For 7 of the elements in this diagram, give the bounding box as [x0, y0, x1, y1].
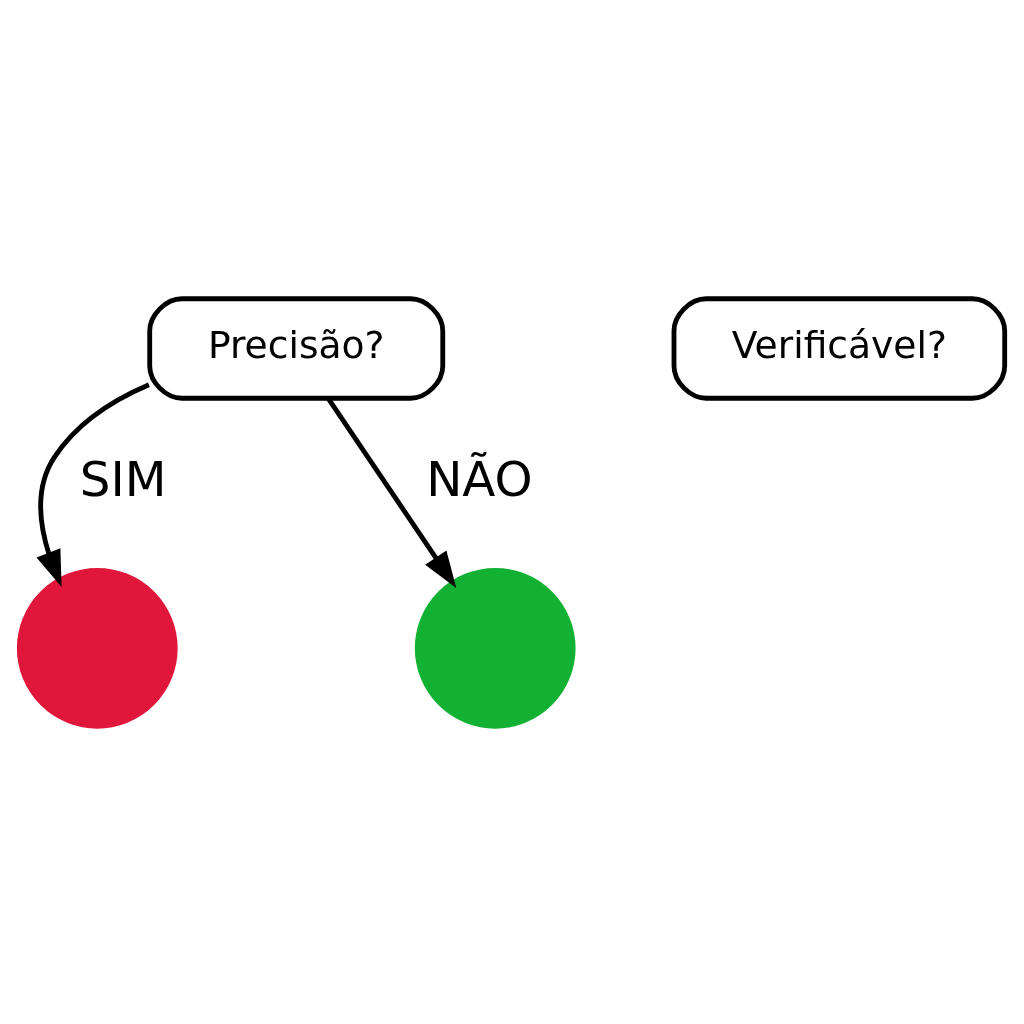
edge-label: SIM	[79, 450, 167, 507]
edge-label: NÃO	[426, 450, 533, 507]
node-box: Precisão?	[147, 295, 446, 401]
node-circle	[16, 567, 178, 729]
node-box: Verificável?	[671, 295, 1008, 401]
node-circle	[414, 567, 576, 729]
arrow	[36, 381, 150, 587]
